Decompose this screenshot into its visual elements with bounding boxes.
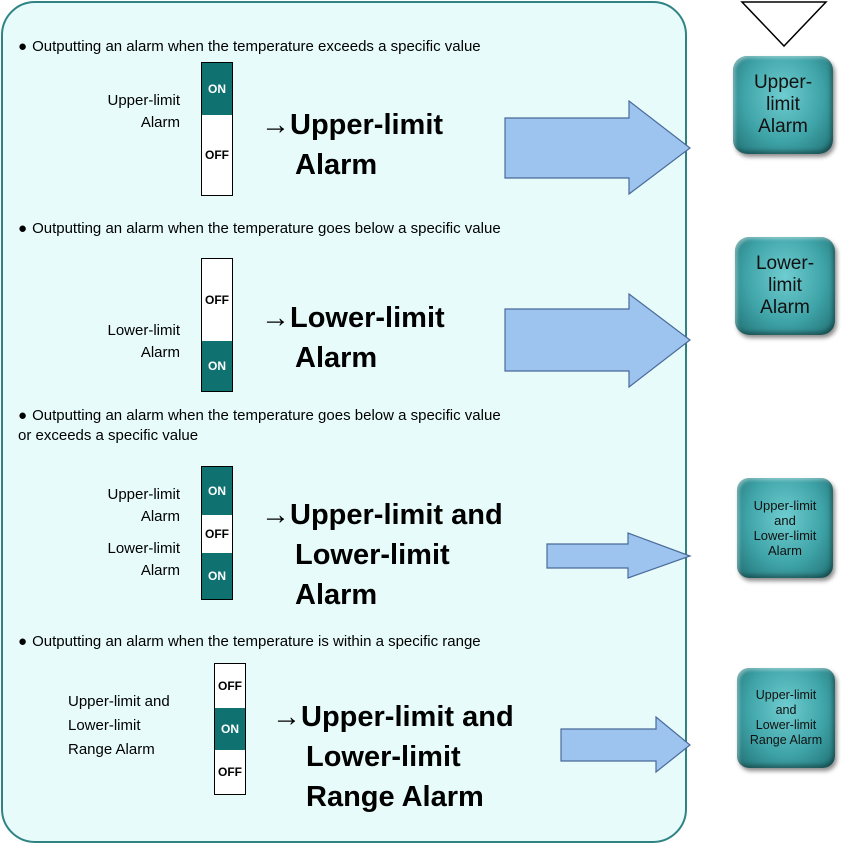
lower-limit-alarm-label: Lower-limit Alarm <box>107 322 180 361</box>
upper-and-lower-limit-range-alarm-label: Upper-limit and Lower-limit Range Alarm <box>68 693 170 758</box>
switch-bar: ON OFF ON <box>201 466 233 600</box>
section-2-heading: ●Outputting an alarm when the temperatur… <box>18 220 501 237</box>
right-arrow-icon <box>504 293 691 389</box>
lower-limit-alarm-label: Lower-limit Alarm <box>107 540 180 579</box>
right-arrow-icon <box>546 532 692 579</box>
section-3-heading: ●Outputting an alarm when the temperatur… <box>18 407 501 444</box>
bullet: ● <box>18 38 28 55</box>
on-segment: ON <box>202 553 232 599</box>
switch-bar: OFF ON <box>201 258 233 392</box>
on-segment: ON <box>202 467 232 515</box>
off-segment: OFF <box>215 750 245 794</box>
off-segment: OFF <box>202 259 232 341</box>
down-triangle-icon <box>740 1 828 48</box>
result-title: →Upper-limit and Lower-limit Range Alarm <box>272 701 514 813</box>
right-arrow-icon <box>504 100 691 196</box>
off-segment: OFF <box>202 115 232 195</box>
upper-limit-alarm-label: Upper-limit Alarm <box>107 92 180 131</box>
section-1-heading: ●Outputting an alarm when the temperatur… <box>18 38 481 55</box>
section-4-heading: ●Outputting an alarm when the temperatur… <box>18 633 481 650</box>
on-segment: ON <box>202 63 232 115</box>
result-title: →Lower-limit Alarm <box>261 302 445 374</box>
result-title: →Upper-limit Alarm <box>261 109 444 181</box>
upper-limit-alarm-label: Upper-limit Alarm <box>107 486 180 525</box>
result-title: →Upper-limit and Lower-limit Alarm <box>261 499 503 611</box>
on-segment: ON <box>202 341 232 391</box>
switch-bar: ON OFF <box>201 62 233 196</box>
off-segment: OFF <box>215 664 245 708</box>
switch-bar: OFF ON OFF <box>214 663 246 795</box>
off-segment: OFF <box>202 515 232 553</box>
on-segment: ON <box>215 708 245 750</box>
right-arrow-icon <box>560 716 691 774</box>
